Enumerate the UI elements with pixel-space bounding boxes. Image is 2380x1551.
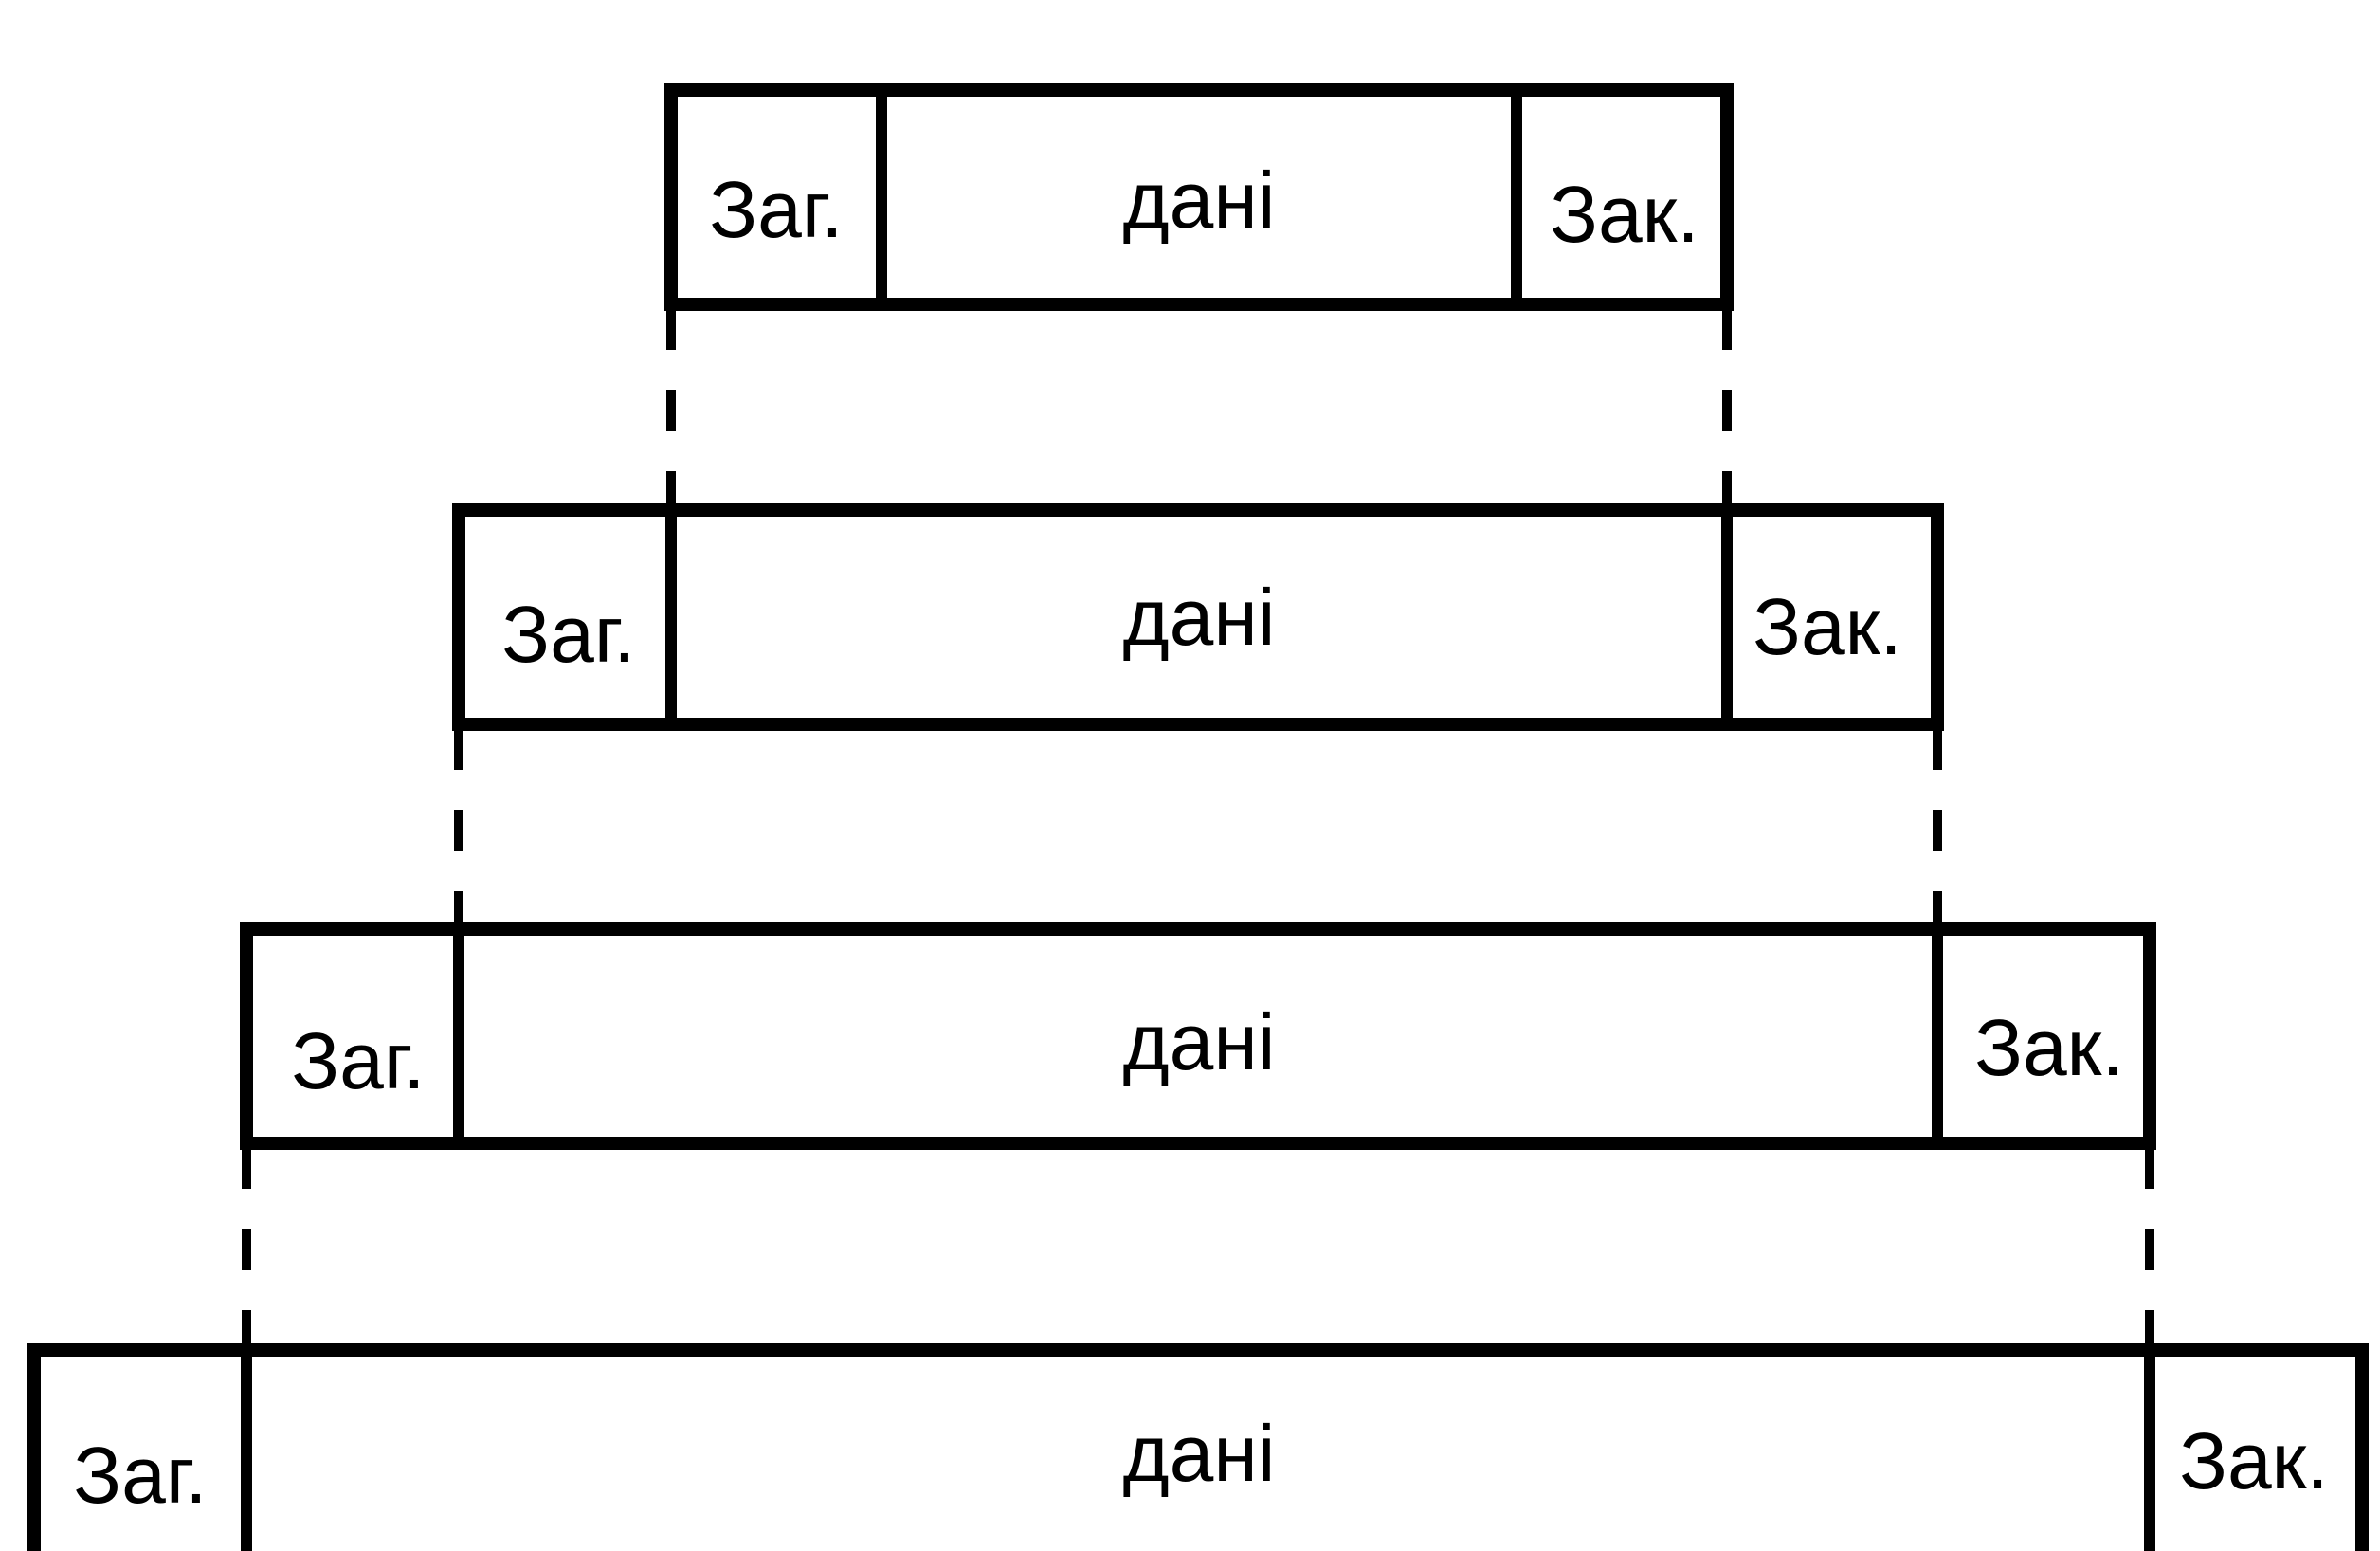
frame-level-4: Заг. дані Зак. xyxy=(27,1343,2369,1551)
frame-4-data-label: дані xyxy=(1123,1409,1276,1498)
frame-2-outline xyxy=(452,503,1944,731)
frame-1-data-label: дані xyxy=(1123,155,1276,245)
connectors xyxy=(242,308,2154,1348)
frame-2-trailer-label: Зак. xyxy=(1753,582,1902,671)
frame-3-data-label: дані xyxy=(1123,997,1276,1086)
frame-3-trailer-label: Зак. xyxy=(1974,1003,2124,1092)
frame-4-header-label: Заг. xyxy=(73,1431,207,1520)
frame-1-outline xyxy=(664,83,1734,311)
frame-3-header-label: Заг. xyxy=(291,1016,425,1105)
frame-4-outline xyxy=(27,1343,2369,1551)
frame-level-2: Заг. дані Зак. xyxy=(452,503,1944,731)
frame-3-outline xyxy=(240,922,2156,1150)
frame-2-header-label: Заг. xyxy=(501,590,635,679)
frame-1-trailer-label: Зак. xyxy=(1550,170,1699,259)
frame-4-trailer-label: Зак. xyxy=(2179,1416,2329,1505)
frame-level-3: Заг. дані Зак. xyxy=(240,922,2156,1150)
frame-level-1: Заг. дані Зак. xyxy=(664,83,1734,311)
frame-2-data-label: дані xyxy=(1123,573,1276,662)
frame-1-header-label: Заг. xyxy=(709,165,843,254)
